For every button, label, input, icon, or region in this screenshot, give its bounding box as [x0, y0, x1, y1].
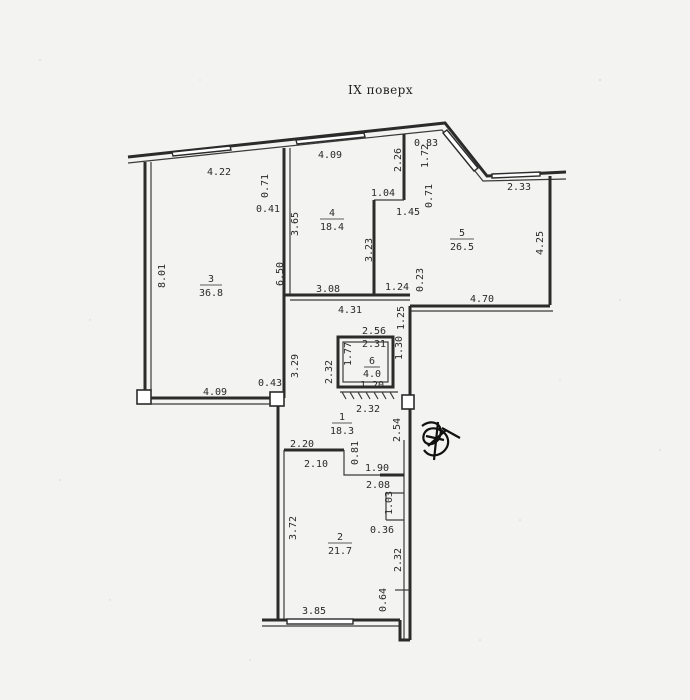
room-5-number: 5: [459, 228, 465, 239]
dim-label: 2.26: [393, 148, 404, 172]
room-labels: 3 36.8 4 18.4 5 26.5 6 4.0 1 18.3 2 21.7: [199, 208, 474, 557]
dim-label: 2.32: [356, 404, 380, 415]
paper-texture: [39, 59, 661, 661]
dim-label: 1.30: [394, 336, 405, 360]
dim-label: 4.31: [338, 305, 362, 316]
dim-label: 3.23: [364, 238, 375, 262]
dim-label: 0.23: [415, 268, 426, 292]
dim-label: 3.29: [290, 354, 301, 378]
dim-label: 1.03: [384, 491, 395, 515]
dim-label: 0.83: [414, 138, 438, 149]
dim-label: 4.09: [318, 150, 342, 161]
windows: [171, 129, 541, 625]
columns: [136, 389, 415, 410]
dim-label: 0.71: [260, 174, 271, 198]
dim-label: 6.50: [275, 262, 286, 286]
dim-label: 0.41: [256, 204, 280, 215]
dim-label: 1.77: [343, 342, 354, 366]
room-3-area: 36.8: [199, 288, 223, 299]
dim-label: 1.72: [420, 144, 431, 168]
dim-label: 8.01: [157, 264, 168, 288]
dim-label: 4.22: [207, 167, 231, 178]
dim-label: 0.36: [370, 525, 394, 536]
room-1-number: 1: [339, 412, 345, 423]
dim-label: 3.72: [288, 516, 299, 540]
dim-label: 1.90: [365, 463, 389, 474]
dim-label: 0.64: [378, 588, 389, 612]
room-5-area: 26.5: [450, 242, 474, 253]
dim-label: 3.65: [290, 212, 301, 236]
dim-label: 3.08: [316, 284, 340, 295]
room-3-number: 3: [208, 274, 214, 285]
dim-label: 2.31: [362, 339, 386, 350]
dim-label: 1.04: [371, 188, 395, 199]
room-2-area: 21.7: [328, 546, 352, 557]
floor-title: IX поверх: [348, 83, 413, 97]
dim-label: 2.32: [393, 548, 404, 572]
interior-walls: [282, 134, 410, 521]
dim-label: 1.20: [360, 380, 384, 391]
dim-label: 1.45: [396, 207, 420, 218]
dim-label: 2.33: [507, 182, 531, 193]
room-6-number: 6: [369, 356, 375, 367]
room-4-number: 4: [329, 208, 335, 219]
dim-label: 0.71: [424, 184, 435, 208]
room-2-number: 2: [337, 532, 343, 543]
dim-label: 1.24: [385, 282, 409, 293]
dim-label: 3.85: [302, 606, 326, 617]
dim-label: 2.20: [290, 439, 314, 450]
dim-label: 2.08: [366, 480, 390, 491]
dim-label: 2.56: [362, 326, 386, 337]
dim-label: 0.43: [258, 378, 282, 389]
dim-label: 0.81: [350, 441, 361, 465]
room-4-area: 18.4: [320, 222, 344, 233]
dim-label: 1.25: [396, 306, 407, 330]
dim-label: 4.25: [535, 231, 546, 255]
dim-label: 2.54: [392, 418, 403, 442]
room-6-area: 4.0: [363, 369, 381, 380]
room-1-area: 18.3: [330, 426, 354, 437]
exterior-walls: [127, 121, 567, 642]
dim-label: 4.09: [203, 387, 227, 398]
dim-label: 2.32: [324, 360, 335, 384]
dim-label: 4.70: [470, 294, 494, 305]
dim-label: 2.10: [304, 459, 328, 470]
scribble-mark: [421, 421, 461, 461]
dimension-labels: 4.22 4.09 0.83 1.72 2.26 0.71 0.41 3.65 …: [157, 138, 546, 617]
